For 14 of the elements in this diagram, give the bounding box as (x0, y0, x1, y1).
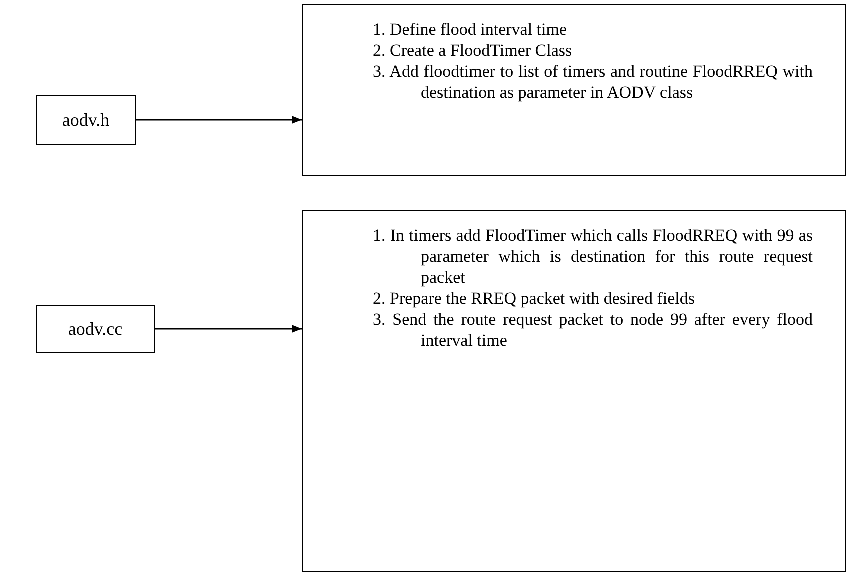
file-box (36, 95, 136, 145)
step-list-box (302, 210, 846, 572)
list-item: 1. In timers add FloodTimer which calls FloodRREQ with 99 as parameter which is destination for this route request packet (373, 225, 813, 288)
list-item: 3. Send the route request packet to node 99 after every flood interval time (373, 309, 813, 351)
list-item: 1. Define flood interval time (373, 19, 568, 40)
file-name: aodv.cc (68, 318, 123, 340)
step-list-box (302, 4, 846, 176)
arrow (136, 116, 302, 124)
file-name: aodv.h (62, 108, 110, 132)
file-box (36, 305, 155, 353)
list-item: 2. Create a FloodTimer Class (373, 40, 574, 61)
arrow (155, 325, 302, 333)
list-item: 3. Add floodtimer to list of timers and routine FloodRREQ with destination as parameter in AODV class (373, 61, 813, 103)
list-item: 2. Prepare the RREQ packet with desired fields (373, 288, 696, 309)
